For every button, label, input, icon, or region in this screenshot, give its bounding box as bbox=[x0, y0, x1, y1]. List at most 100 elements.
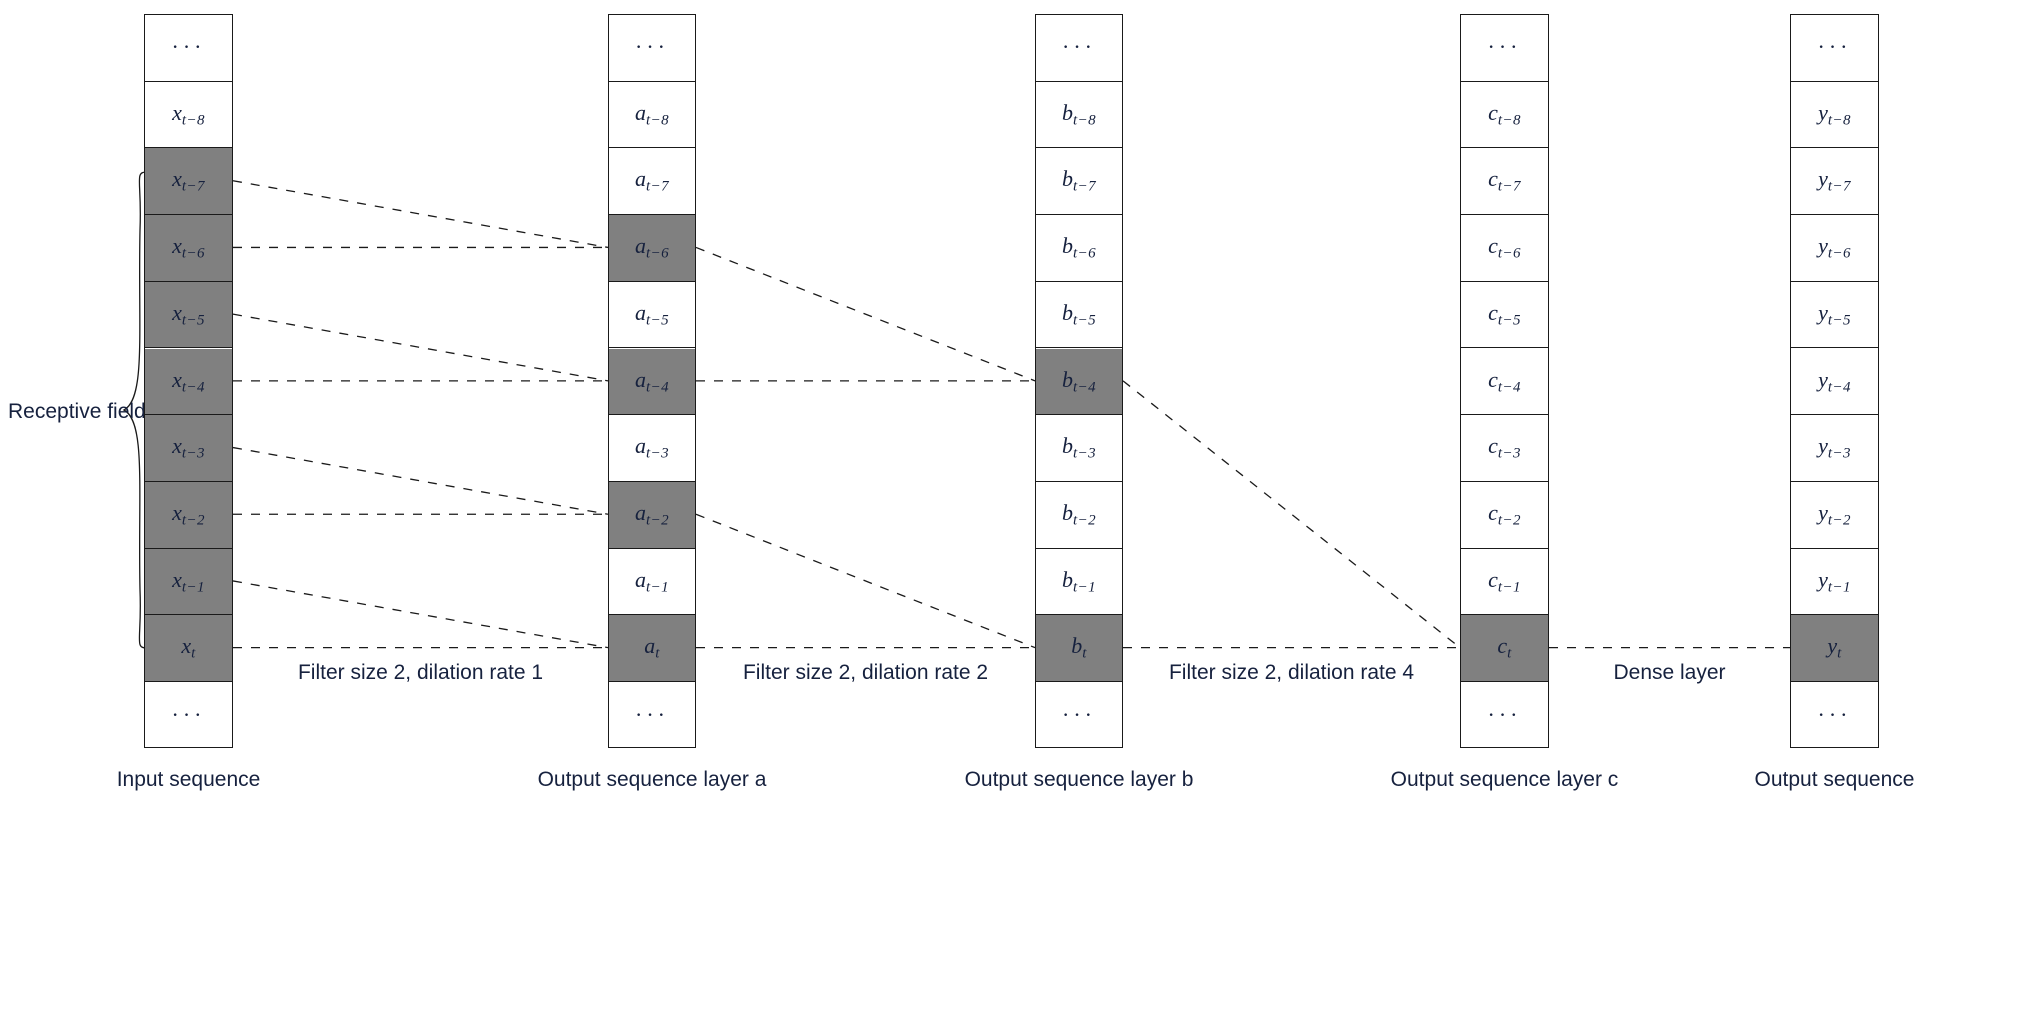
cell-label-subscript: t−4 bbox=[646, 379, 669, 396]
cell-label-subscript: t−8 bbox=[1073, 112, 1096, 129]
conn-input-a-label: Filter size 2, dilation rate 1 bbox=[290, 660, 551, 685]
cell-label-base: y bbox=[1818, 366, 1828, 392]
cell-label-subscript: t−1 bbox=[1497, 579, 1521, 596]
ellipsis-glyph: ··· bbox=[1487, 701, 1522, 727]
cell-label-subscript: t−7 bbox=[646, 178, 669, 195]
cell-label-subscript: t−7 bbox=[181, 178, 205, 195]
cell-label-subscript: t−5 bbox=[1827, 312, 1851, 329]
cell-label-subscript: t bbox=[655, 645, 660, 662]
cell-label-subscript: t−7 bbox=[1827, 178, 1851, 195]
cell-label: ct−2 bbox=[1488, 500, 1521, 530]
cell-label: xt−4 bbox=[172, 367, 205, 397]
cell-label-subscript: t−5 bbox=[1073, 312, 1096, 329]
cell-label-base: a bbox=[635, 99, 646, 125]
cell-label: xt−5 bbox=[172, 300, 205, 330]
cell-layer_a-at-7: at−7 bbox=[609, 148, 695, 216]
cell-label-base: x bbox=[172, 499, 182, 525]
cell-label: at−8 bbox=[635, 100, 669, 130]
caption-input: Input sequence bbox=[116, 768, 261, 791]
cell-layer_c-ct-3: ct−3 bbox=[1461, 415, 1548, 482]
cell-label-base: c bbox=[1488, 499, 1498, 525]
cell-output-yt: yt bbox=[1791, 615, 1878, 682]
cell-label-subscript: t−8 bbox=[1827, 112, 1851, 129]
cell-input-xt: xt bbox=[145, 615, 232, 682]
cell-input-xt-7: xt−7 bbox=[145, 148, 232, 216]
cell-label-base: x bbox=[172, 566, 182, 592]
cell-layer_a-ellipsis-0: ··· bbox=[609, 15, 695, 82]
cell-label-subscript: t−2 bbox=[1073, 512, 1096, 529]
cell-label-base: b bbox=[1062, 366, 1073, 392]
cell-layer_c-ellipsis-10: ··· bbox=[1461, 682, 1548, 749]
ellipsis-glyph: ··· bbox=[1062, 34, 1096, 60]
cell-label-base: c bbox=[1488, 166, 1498, 192]
cell-label-subscript: t−5 bbox=[181, 312, 205, 329]
ellipsis-glyph: ··· bbox=[635, 701, 669, 727]
cell-layer_a-ellipsis-10: ··· bbox=[609, 682, 695, 749]
cell-label-subscript: t−5 bbox=[646, 312, 669, 329]
cell-label-base: y bbox=[1818, 499, 1828, 525]
cell-output-yt-2: yt−2 bbox=[1791, 482, 1878, 549]
cell-layer_b-bt-8: bt−8 bbox=[1036, 82, 1122, 149]
cell-layer_c-ct-1: ct−1 bbox=[1461, 549, 1548, 616]
cell-layer_b-bt-3: bt−3 bbox=[1036, 415, 1122, 482]
cell-label-base: x bbox=[172, 99, 182, 125]
cell-input-xt-2: xt−2 bbox=[145, 481, 232, 549]
cell-label-subscript: t−1 bbox=[646, 579, 669, 596]
cell-label-subscript: t−7 bbox=[1073, 178, 1096, 195]
cell-label: yt−4 bbox=[1818, 367, 1851, 397]
cell-layer_b-bt-5: bt−5 bbox=[1036, 282, 1122, 349]
cell-label: ct bbox=[1497, 633, 1511, 663]
cell-label-base: x bbox=[181, 633, 192, 659]
cell-label-subscript: t−6 bbox=[1497, 245, 1521, 262]
cell-layer_b-ellipsis-10: ··· bbox=[1036, 682, 1122, 749]
cell-label-subscript: t−6 bbox=[1827, 245, 1851, 262]
cell-layer_c-ct-6: ct−6 bbox=[1461, 215, 1548, 282]
cell-label: at−3 bbox=[635, 433, 669, 463]
cell-layer_b-bt-7: bt−7 bbox=[1036, 148, 1122, 216]
cell-label-subscript: t−4 bbox=[1827, 379, 1851, 396]
edge-x_t-5-to-a_t-4 bbox=[232, 313, 609, 382]
cell-label: at−4 bbox=[635, 367, 669, 397]
cell-layer_c-ct-2: ct−2 bbox=[1461, 482, 1548, 549]
cell-label-subscript: t−8 bbox=[181, 112, 205, 129]
caption-layer_b: Output sequence layer b bbox=[964, 768, 1194, 791]
edge-a_t-6-to-b_t-4 bbox=[695, 246, 1036, 382]
ellipsis-glyph: ··· bbox=[171, 34, 206, 60]
cell-layer_b-bt-6: bt−6 bbox=[1036, 215, 1122, 282]
cell-label: xt−3 bbox=[172, 433, 205, 463]
cell-label: xt−1 bbox=[172, 567, 205, 597]
cell-label-base: x bbox=[172, 166, 182, 192]
ellipsis-glyph: ··· bbox=[1062, 701, 1096, 727]
cell-layer_a-at-4: at−4 bbox=[609, 348, 695, 416]
cell-layer_a-at-6: at−6 bbox=[609, 215, 695, 282]
cell-input-ellipsis-0: ··· bbox=[145, 15, 232, 82]
cell-label: xt−2 bbox=[172, 500, 205, 530]
cell-label: at−5 bbox=[635, 300, 669, 330]
cell-output-yt-5: yt−5 bbox=[1791, 282, 1878, 349]
edge-a_t-2-to-b_t bbox=[695, 513, 1036, 649]
cell-label: yt−6 bbox=[1818, 233, 1851, 263]
cell-label-subscript: t−4 bbox=[1497, 379, 1521, 396]
cell-label-base: c bbox=[1488, 233, 1498, 259]
cell-output-yt-6: yt−6 bbox=[1791, 215, 1878, 282]
cell-label-base: c bbox=[1488, 299, 1498, 325]
cell-label: ct−6 bbox=[1488, 233, 1521, 263]
cell-label: ct−4 bbox=[1488, 367, 1521, 397]
cell-label-base: y bbox=[1818, 299, 1828, 325]
cell-label-base: a bbox=[644, 633, 656, 659]
cell-label: yt−7 bbox=[1818, 166, 1851, 196]
cell-label-base: c bbox=[1488, 366, 1498, 392]
cell-label-base: y bbox=[1818, 566, 1828, 592]
cell-layer_a-at-5: at−5 bbox=[609, 282, 695, 349]
cell-label-base: b bbox=[1062, 166, 1073, 192]
cell-layer_b-ellipsis-0: ··· bbox=[1036, 15, 1122, 82]
cell-label-base: a bbox=[635, 233, 646, 259]
cell-label-subscript: t−6 bbox=[646, 245, 669, 262]
cell-label-base: c bbox=[1488, 566, 1498, 592]
cell-label-base: b bbox=[1071, 633, 1083, 659]
caption-layer_a: Output sequence layer a bbox=[537, 768, 767, 791]
cell-label-base: a bbox=[635, 366, 646, 392]
cell-label-subscript: t bbox=[191, 645, 196, 662]
